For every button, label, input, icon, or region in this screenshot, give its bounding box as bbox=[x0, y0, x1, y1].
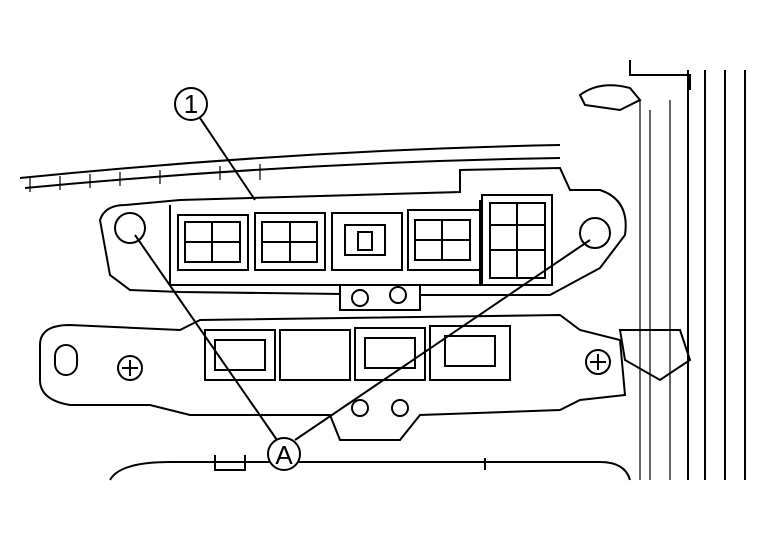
connector-4 bbox=[407, 209, 481, 271]
connector-2 bbox=[254, 212, 326, 271]
connector-1 bbox=[177, 214, 249, 271]
callout-1: 1 bbox=[174, 87, 208, 121]
vehicle-body-panel bbox=[578, 60, 746, 480]
callout-A: A bbox=[267, 437, 301, 471]
mounting-slot bbox=[54, 344, 78, 376]
ecm-bottom-part bbox=[109, 455, 631, 481]
callout-A-label: A bbox=[275, 440, 293, 470]
callout-1-label: 1 bbox=[184, 89, 198, 119]
leader-lines bbox=[134, 117, 591, 441]
connector-3 bbox=[331, 212, 403, 271]
ecm-lower-module bbox=[39, 313, 627, 441]
bolt-left-upper bbox=[114, 212, 146, 244]
ecm-upper-module bbox=[98, 166, 627, 311]
connector-5 bbox=[481, 194, 553, 286]
dash-trim bbox=[19, 144, 561, 192]
